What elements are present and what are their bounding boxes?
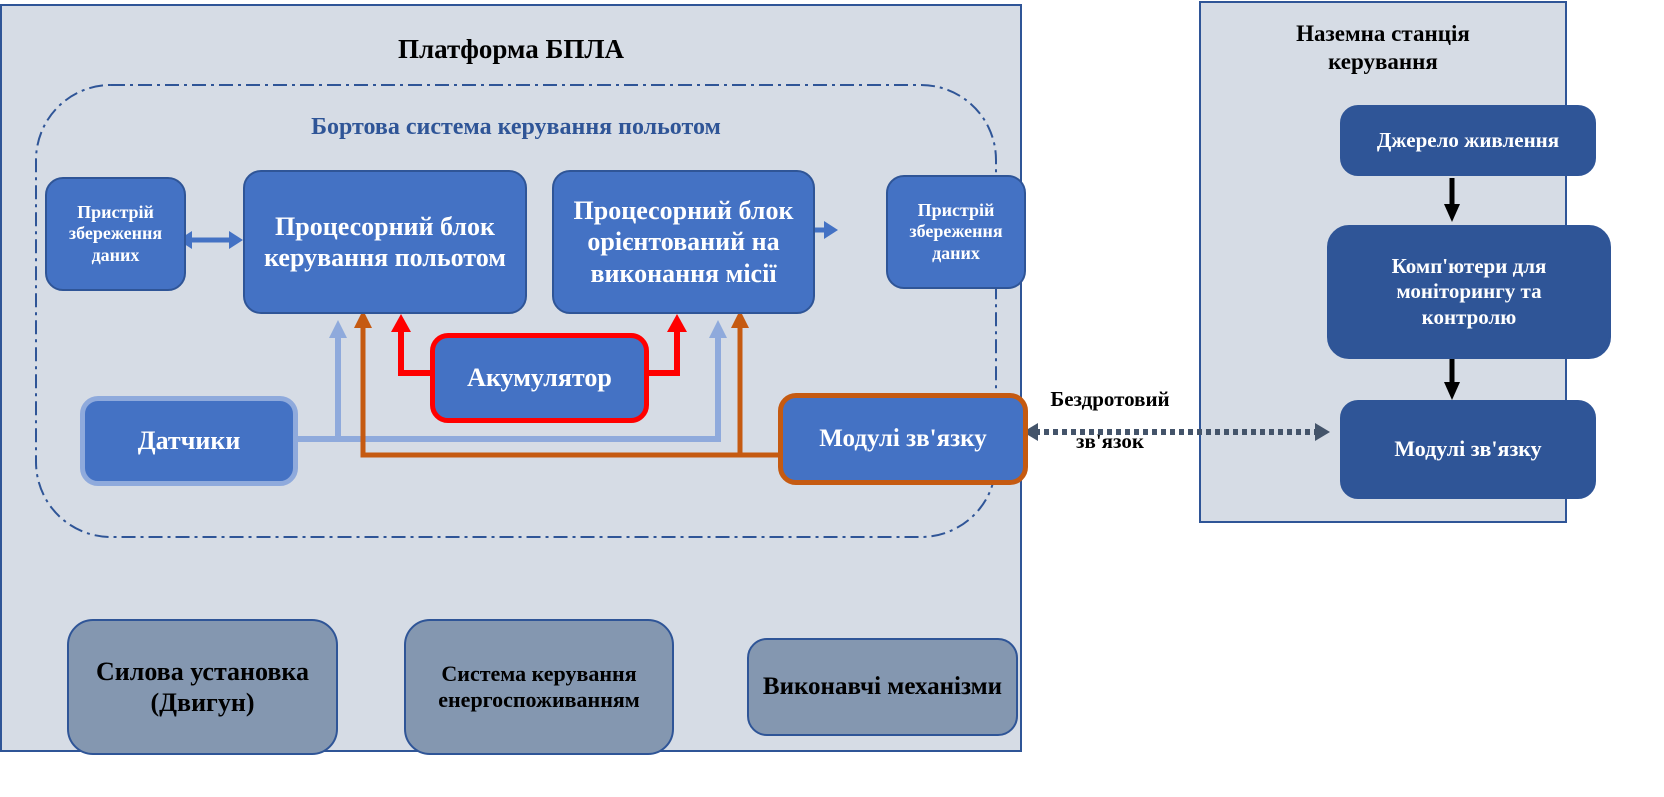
sensors[interactable]: Датчики <box>80 396 298 486</box>
power-source-label: Джерело живлення <box>1376 127 1560 152</box>
ground-station-title: Наземна станція керування <box>1296 21 1470 74</box>
actuators-label: Виконавчі механізми <box>762 673 1003 700</box>
mission-cpu[interactable]: Процесорний блок орієнтований на виконан… <box>552 170 815 314</box>
actuators-box[interactable]: Виконавчі механізми <box>747 638 1018 736</box>
powerplant-box[interactable]: Силова установка (Двигун) <box>67 619 338 755</box>
power-management-box[interactable]: Система керування енергоспоживанням <box>404 619 674 755</box>
battery-label: Акумулятор <box>467 363 612 393</box>
ground-comm-modules-box[interactable]: Модулі зв'язку <box>1340 400 1596 499</box>
flight-control-cpu[interactable]: Процесорний блок керування польотом <box>243 170 527 314</box>
flight-control-cpu-label: Процесорний блок керування польотом <box>264 211 506 272</box>
storage-device-left-label: Пристрій збереження даних <box>68 201 163 265</box>
onboard-system-title: Бортова система керування польотом <box>311 114 721 140</box>
sensors-label: Датчики <box>137 426 241 456</box>
wireless-link-label: Бездротовий зв'язок <box>1050 387 1170 453</box>
power-management-label: Система керування енергоспоживанням <box>438 660 640 712</box>
monitoring-computers-label: Комп'ютери для моніторингу та контролю <box>1391 254 1547 329</box>
mission-cpu-label: Процесорний блок орієнтований на виконан… <box>573 196 794 288</box>
onboard-comm-modules[interactable]: Модулі зв'язку <box>778 393 1028 485</box>
onboard-comm-modules-label: Модулі зв'язку <box>819 425 987 452</box>
storage-device-right-label: Пристрій збереження даних <box>909 199 1003 263</box>
power-source-box[interactable]: Джерело живлення <box>1340 105 1596 176</box>
powerplant-label: Силова установка (Двигун) <box>95 656 310 717</box>
monitoring-computers-box[interactable]: Комп'ютери для моніторингу та контролю <box>1327 225 1611 359</box>
storage-device-right[interactable]: Пристрій збереження даних <box>886 175 1026 289</box>
battery[interactable]: Акумулятор <box>430 333 649 423</box>
uav-platform-title: Платформа БПЛА <box>398 34 624 64</box>
storage-device-left[interactable]: Пристрій збереження даних <box>45 177 186 291</box>
ground-comm-modules-label: Модулі зв'язку <box>1394 436 1542 462</box>
